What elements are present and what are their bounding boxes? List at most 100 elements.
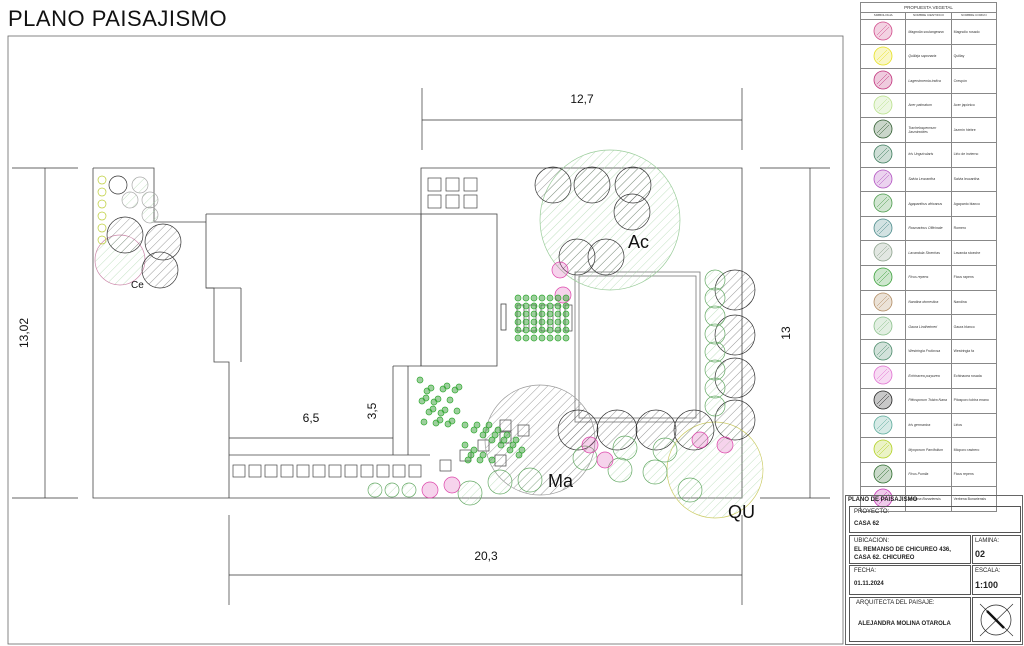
plant-symbol [429,405,437,413]
legend-row: Iris Unguicularis Lirio de invierno [859,141,998,168]
plant-symbols [94,149,764,519]
plant-symbol [479,451,487,459]
plant-symbol [677,477,703,503]
plant-symbol [476,456,484,464]
legend-common-name: Westringia fa [950,338,998,365]
proyecto-label: PROYECTO: [854,509,890,515]
plant-symbol-icon [859,43,907,70]
plant-symbol [596,451,614,469]
plant-symbol [97,199,107,209]
plant-symbol [554,310,562,318]
plant-symbol-icon [859,289,907,316]
plant-symbol [106,216,144,254]
plant-symbol [642,459,668,485]
legend-common-name: Romero [950,215,998,242]
circle-feature [108,175,128,195]
legend-common-name: Agapanto blanco [950,191,998,217]
plant-symbol [704,305,726,327]
legend-row: Lavandula Stoechas Lavanda stoeche [859,240,998,266]
legend-caption: PROPUESTA VEGETAL [860,2,997,13]
plant-symbol [461,441,469,449]
legend-header-symbol: SIMBOLOGIA [859,12,907,20]
legend-scientific-name: Myoporum Parvifolium [905,437,952,463]
plant-symbol [464,456,472,464]
legend-scientific-name: Lavandula Stoechas [905,240,952,266]
legend-scientific-name: Quillaja saponaria [905,43,952,70]
plant-symbol-icon [859,141,907,168]
plant-symbol [506,446,514,454]
plant-symbol-icon [859,92,907,119]
plant-symbol [613,193,651,231]
plant-symbol [562,310,570,318]
paving-stone [344,464,358,478]
legend-common-name: Magnolio rosado [950,19,998,45]
legend-row: Myoporum Parvifolium Mioporo rastrero [859,437,998,463]
title-block-heading: PLANO DE PAISAJISMO [848,497,918,503]
legend-common-name: Crespón [950,68,998,94]
legend-common-name: Lirio de invierno [950,141,998,168]
paving-stone [463,194,478,209]
plant-symbol [517,467,543,493]
plant-symbol [97,223,107,233]
plant-symbol [436,416,444,424]
legend-common-name: Lavanda stoeche [950,240,998,266]
plant-symbol [97,235,107,245]
paving-stones [232,177,573,478]
plant-symbol [514,318,522,326]
plant-symbol [131,176,149,194]
lamina-value: 02 [975,549,986,559]
legend-row: Agapanthus africanus Agapanto blanco [859,191,998,217]
plant-symbol [581,436,599,454]
dim-inner-v: 3,5 [365,402,379,419]
legend-row: Verbena Bonariensis Verbena Bonariensis [859,486,998,512]
legend-scientific-name: Trachelospermum Jasminoides [905,117,952,143]
legend-common-name: Ficus repens [950,461,998,488]
plant-symbol [416,376,424,384]
plant-symbol-icon [859,264,907,291]
legend-scientific-name: Nandina domestica [905,289,952,316]
legend-common-name: Jazmín hiebre [950,117,998,143]
plant-symbol [691,431,709,449]
north-arrow-icon [979,603,1014,637]
plant-symbol [514,302,522,310]
plant-symbol [453,407,461,415]
legend-row: Lagerstroemia indica Crespón [859,68,998,94]
paving-stone [392,464,406,478]
plant-symbol-icon [859,412,907,439]
paving-stone [439,459,452,472]
paving-stone [264,464,278,478]
plant-symbol [538,302,546,310]
legend-scientific-name: Iris Unguicularis [905,141,952,168]
paving-stone [376,464,390,478]
plant-symbol [612,435,638,461]
paving-stone [427,177,442,192]
legend-scientific-name: Agapanthus africanus [905,191,952,217]
legend-scientific-name: Lagerstroemia indica [905,68,952,94]
plant-symbol [716,436,734,454]
proyecto-box: PROYECTO: CASA 62 [849,506,1021,533]
plant-symbol [538,318,546,326]
plant-symbol [141,206,159,224]
plant-symbol [554,302,562,310]
plant-symbol [497,441,505,449]
plant-symbol [367,482,383,498]
plant-symbol [487,469,513,495]
plant-symbol-icon [859,68,907,94]
plant-symbol [554,334,562,342]
plant-symbol [587,238,625,276]
plant-symbol [500,436,508,444]
plant-symbol [704,359,726,381]
plant-symbol [467,451,475,459]
legend-scientific-name: Pittosporum Tobira Nana [905,387,952,414]
legend-row: Trachelospermum Jasminoides Jazmín hiebr… [859,117,998,143]
plant-symbol [652,437,678,463]
plant-symbol [441,406,449,414]
dim-right: 13 [779,326,793,340]
plant-symbol [448,417,456,425]
plant-symbol [457,480,483,506]
paving-stone [463,177,478,192]
title-block: PLANO DE PAISAJISMO PROYECTO: CASA 62 UB… [845,495,1023,645]
plant-symbol [518,446,526,454]
plant-symbol [515,451,523,459]
legend-scientific-name: Salvia Leucantha [905,166,952,193]
